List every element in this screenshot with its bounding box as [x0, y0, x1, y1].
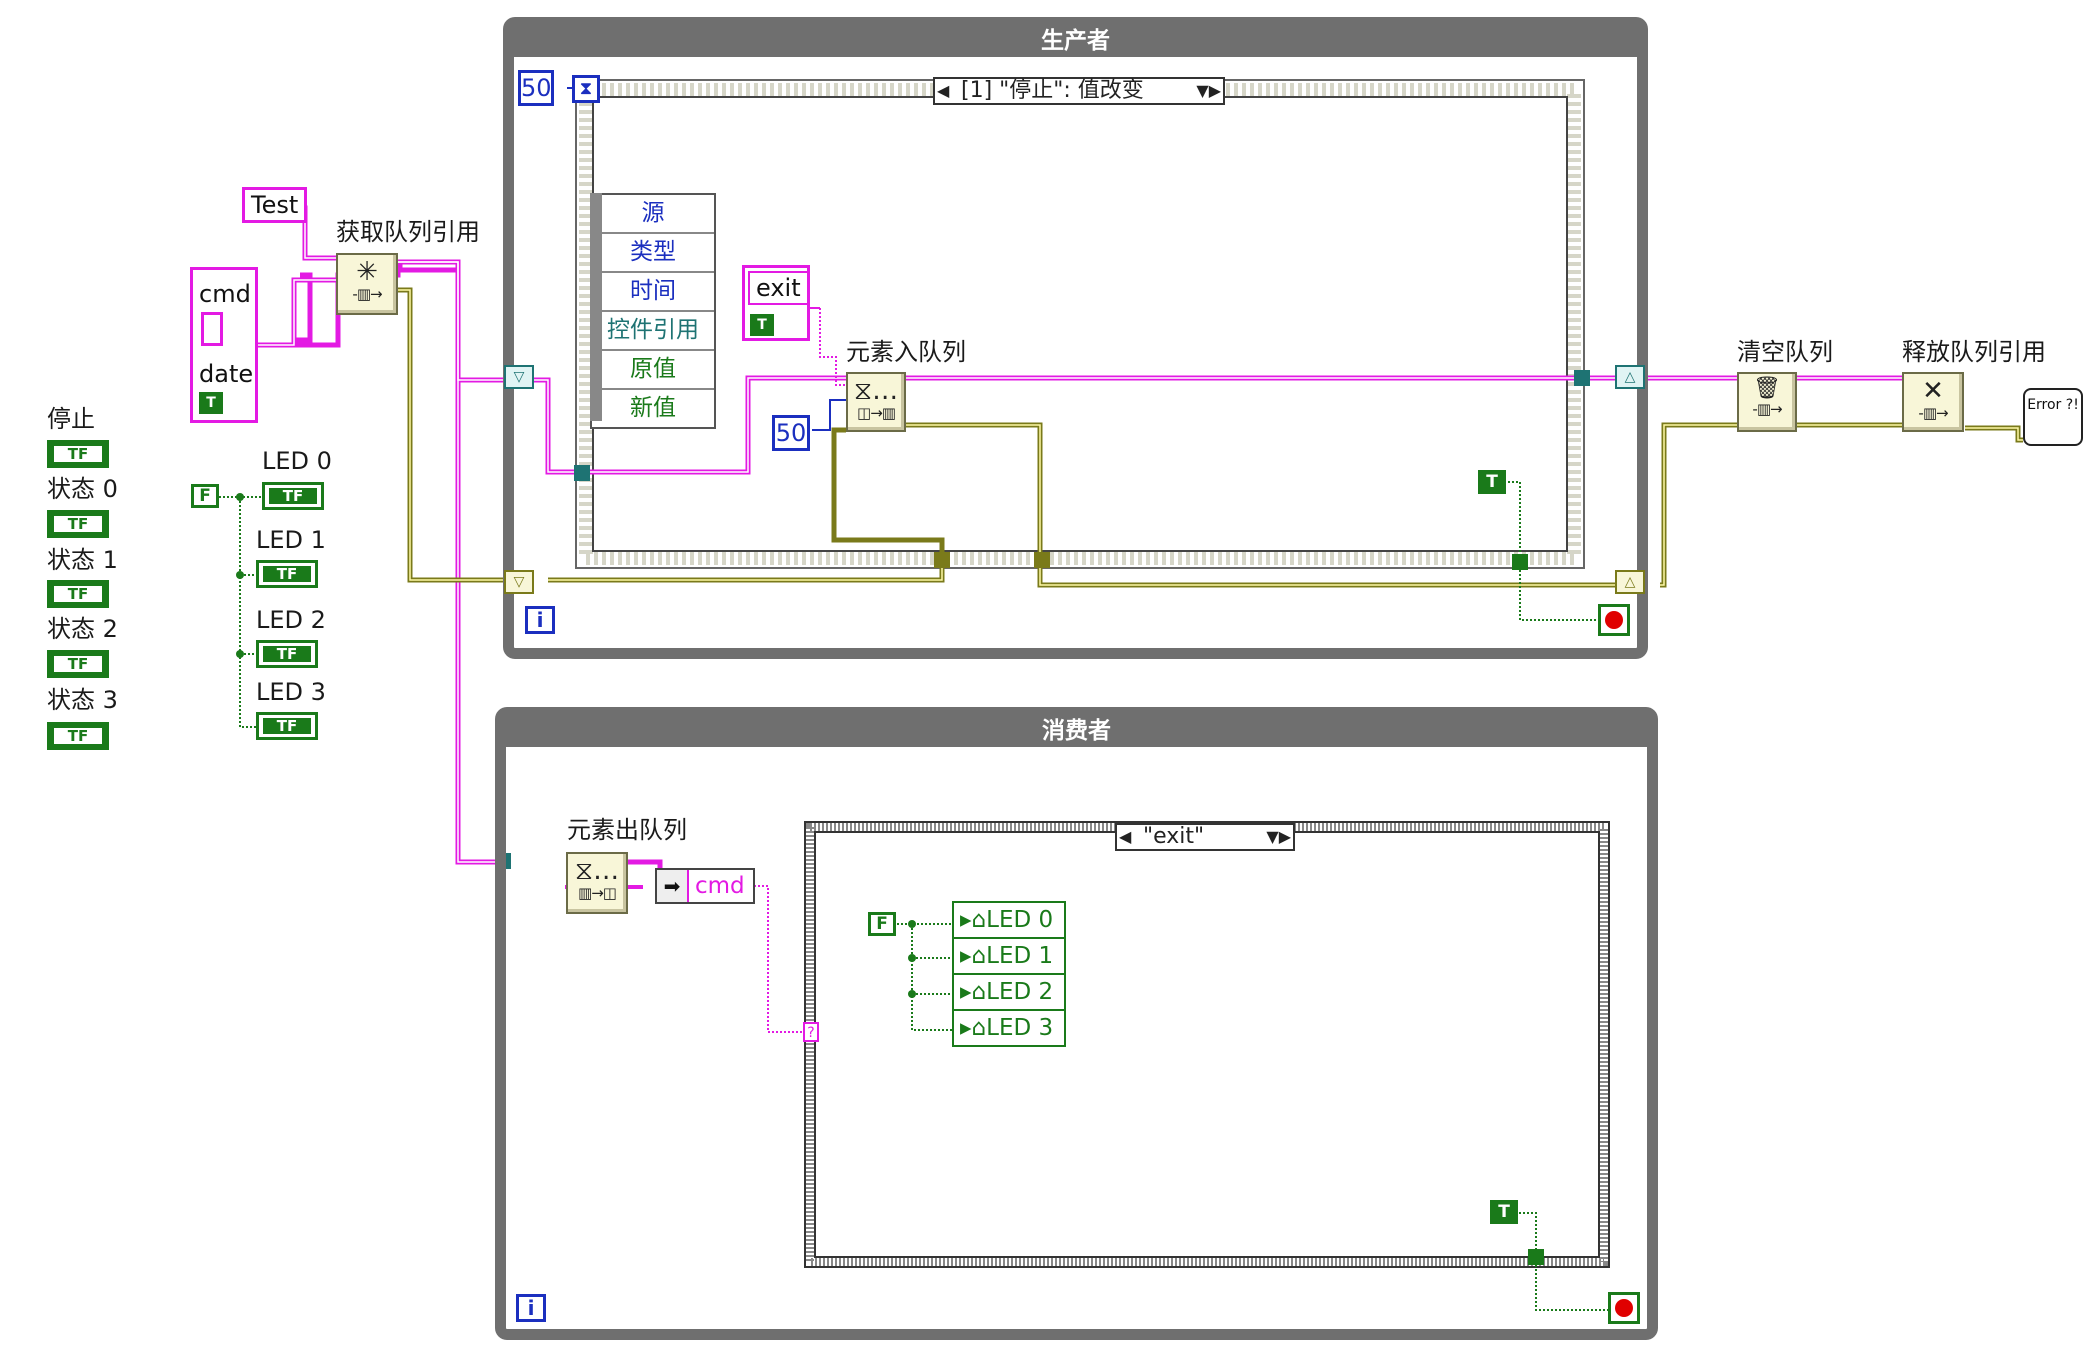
element-type-cluster[interactable]: cmd date T: [190, 267, 258, 423]
cluster-cmd-string-box: [201, 312, 223, 346]
unbundle-cmd-field: cmd: [695, 873, 745, 899]
exit-cluster-constant[interactable]: exit T: [742, 265, 810, 341]
consumer-loop-title: 消费者: [1042, 718, 1111, 744]
obtain-queue-icon: ✳: [356, 257, 378, 287]
control-label-state1: 状态 1: [47, 546, 118, 574]
led-local-variables[interactable]: ▸⌂LED 0 ▸⌂LED 1 ▸⌂LED 2 ▸⌂LED 3: [952, 901, 1066, 1047]
event-field-time: 时间: [592, 273, 714, 312]
cluster-date-bool: T: [199, 392, 223, 414]
consumer-stop-true-constant[interactable]: T: [1490, 1200, 1518, 1224]
unbundle-by-name-node[interactable]: ➡ cmd: [655, 868, 755, 904]
consumer-false-constant[interactable]: F: [868, 912, 896, 936]
producer-stop-true-constant[interactable]: T: [1478, 470, 1506, 494]
event-case-selector[interactable]: ◀ [1] "停止": 值改变 ▼▶: [933, 77, 1225, 105]
previous-case-arrow-icon[interactable]: ◀: [937, 81, 950, 100]
control-label-state0: 状态 0: [47, 475, 118, 503]
producer-loop-title: 生产者: [1041, 28, 1110, 54]
led-indicator-3[interactable]: TF: [256, 712, 318, 740]
control-state0[interactable]: TF: [47, 510, 109, 538]
next-case-arrow-icon[interactable]: ▼▶: [1196, 81, 1221, 100]
consumer-next-case-icon[interactable]: ▼▶: [1266, 827, 1291, 846]
led-local-1[interactable]: ▸⌂LED 1: [954, 939, 1064, 975]
led-local-2[interactable]: ▸⌂LED 2: [954, 975, 1064, 1011]
event-field-source: 源: [592, 195, 714, 234]
control-state2[interactable]: TF: [47, 650, 109, 678]
cluster-field-cmd: cmd: [199, 280, 251, 308]
enqueue-element-node[interactable]: ⧖… ◫→▥: [846, 372, 906, 432]
trash-icon: 🗑: [1753, 376, 1781, 401]
release-queue-node[interactable]: ✕ -▥→: [1902, 372, 1964, 432]
led-indicator-label-2: LED 2: [256, 606, 326, 634]
cluster-field-date: date: [199, 360, 254, 388]
unbundle-arrow-icon: ➡: [657, 870, 689, 902]
led-indicator-label-1: LED 1: [256, 526, 326, 554]
dequeue-label: 元素出队列: [567, 816, 687, 844]
producer-while-loop[interactable]: 生产者: [503, 17, 1648, 659]
control-label-state3: 状态 3: [47, 686, 118, 714]
event-field-newval: 新值: [630, 395, 676, 421]
exit-cluster-true[interactable]: T: [750, 314, 774, 336]
control-state3[interactable]: TF: [47, 722, 109, 750]
timeout-constant[interactable]: 50: [518, 70, 554, 106]
queue-shift-register-right: △: [1615, 365, 1645, 389]
producer-iteration-terminal: i: [525, 606, 555, 634]
error-shift-register-left: ▽: [504, 570, 534, 594]
enqueue-icon: ⧖…: [853, 376, 899, 406]
queue-shift-register-left: ▽: [504, 365, 534, 389]
event-field-oldval: 原值: [592, 351, 714, 390]
timeout-hourglass-icon: ⧗: [572, 75, 600, 103]
dequeue-element-node[interactable]: ⧖… ▥→◫: [566, 852, 628, 914]
event-field-type: 类型: [592, 234, 714, 273]
error-handler-text: Error ?!: [2027, 397, 2079, 413]
led-local-3[interactable]: ▸⌂LED 3: [960, 1015, 1054, 1041]
consumer-case-selector[interactable]: ◀ "exit" ▼▶: [1115, 823, 1295, 851]
case-selector-terminal: ?: [803, 1022, 819, 1042]
obtain-queue-label: 获取队列引用: [336, 218, 480, 246]
error-shift-register-right: △: [1615, 570, 1645, 594]
control-stop-button[interactable]: TF: [47, 440, 109, 468]
led-indicator-0[interactable]: TF: [262, 482, 324, 510]
obtain-queue-node[interactable]: ✳ -▥→: [336, 253, 398, 315]
control-label-state2: 状态 2: [47, 615, 118, 643]
led-indicator-label-3: LED 3: [256, 678, 326, 706]
event-data-node[interactable]: 源 类型 时间 控件引用 原值 新值: [590, 193, 716, 429]
release-queue-label: 释放队列引用: [1902, 338, 2046, 366]
queue-name-constant[interactable]: Test: [242, 187, 308, 224]
led-local-0[interactable]: ▸⌂LED 0: [954, 903, 1064, 939]
flush-queue-node[interactable]: 🗑 -▥→: [1737, 372, 1797, 432]
event-node-left-bar: [590, 193, 602, 421]
dequeue-icon: ⧖…: [574, 856, 620, 886]
event-field-ctlref: 控件引用: [592, 312, 714, 351]
exit-string: exit: [748, 271, 809, 306]
close-icon: ✕: [1922, 376, 1944, 406]
control-state1[interactable]: TF: [47, 580, 109, 608]
consumer-previous-case-icon[interactable]: ◀: [1119, 827, 1132, 846]
led-indicator-label-0: LED 0: [262, 447, 332, 475]
enqueue-label: 元素入队列: [846, 338, 966, 366]
led-init-false-constant[interactable]: F: [191, 484, 219, 508]
consumer-case-label: "exit": [1143, 824, 1205, 849]
event-case-label: [1] "停止": 值改变: [961, 78, 1144, 103]
consumer-while-loop[interactable]: 消费者: [495, 707, 1658, 1340]
flush-queue-label: 清空队列: [1737, 338, 1833, 366]
control-label-stop: 停止: [47, 405, 95, 433]
led-indicator-2[interactable]: TF: [256, 640, 318, 668]
error-handler-node[interactable]: Error ?!: [2023, 388, 2083, 446]
led-indicator-1[interactable]: TF: [256, 560, 318, 588]
consumer-iteration-terminal: i: [516, 1294, 546, 1322]
enqueue-timeout-constant[interactable]: 50: [772, 415, 810, 451]
consumer-stop-terminal[interactable]: [1608, 1292, 1640, 1324]
producer-stop-terminal[interactable]: [1598, 604, 1630, 636]
